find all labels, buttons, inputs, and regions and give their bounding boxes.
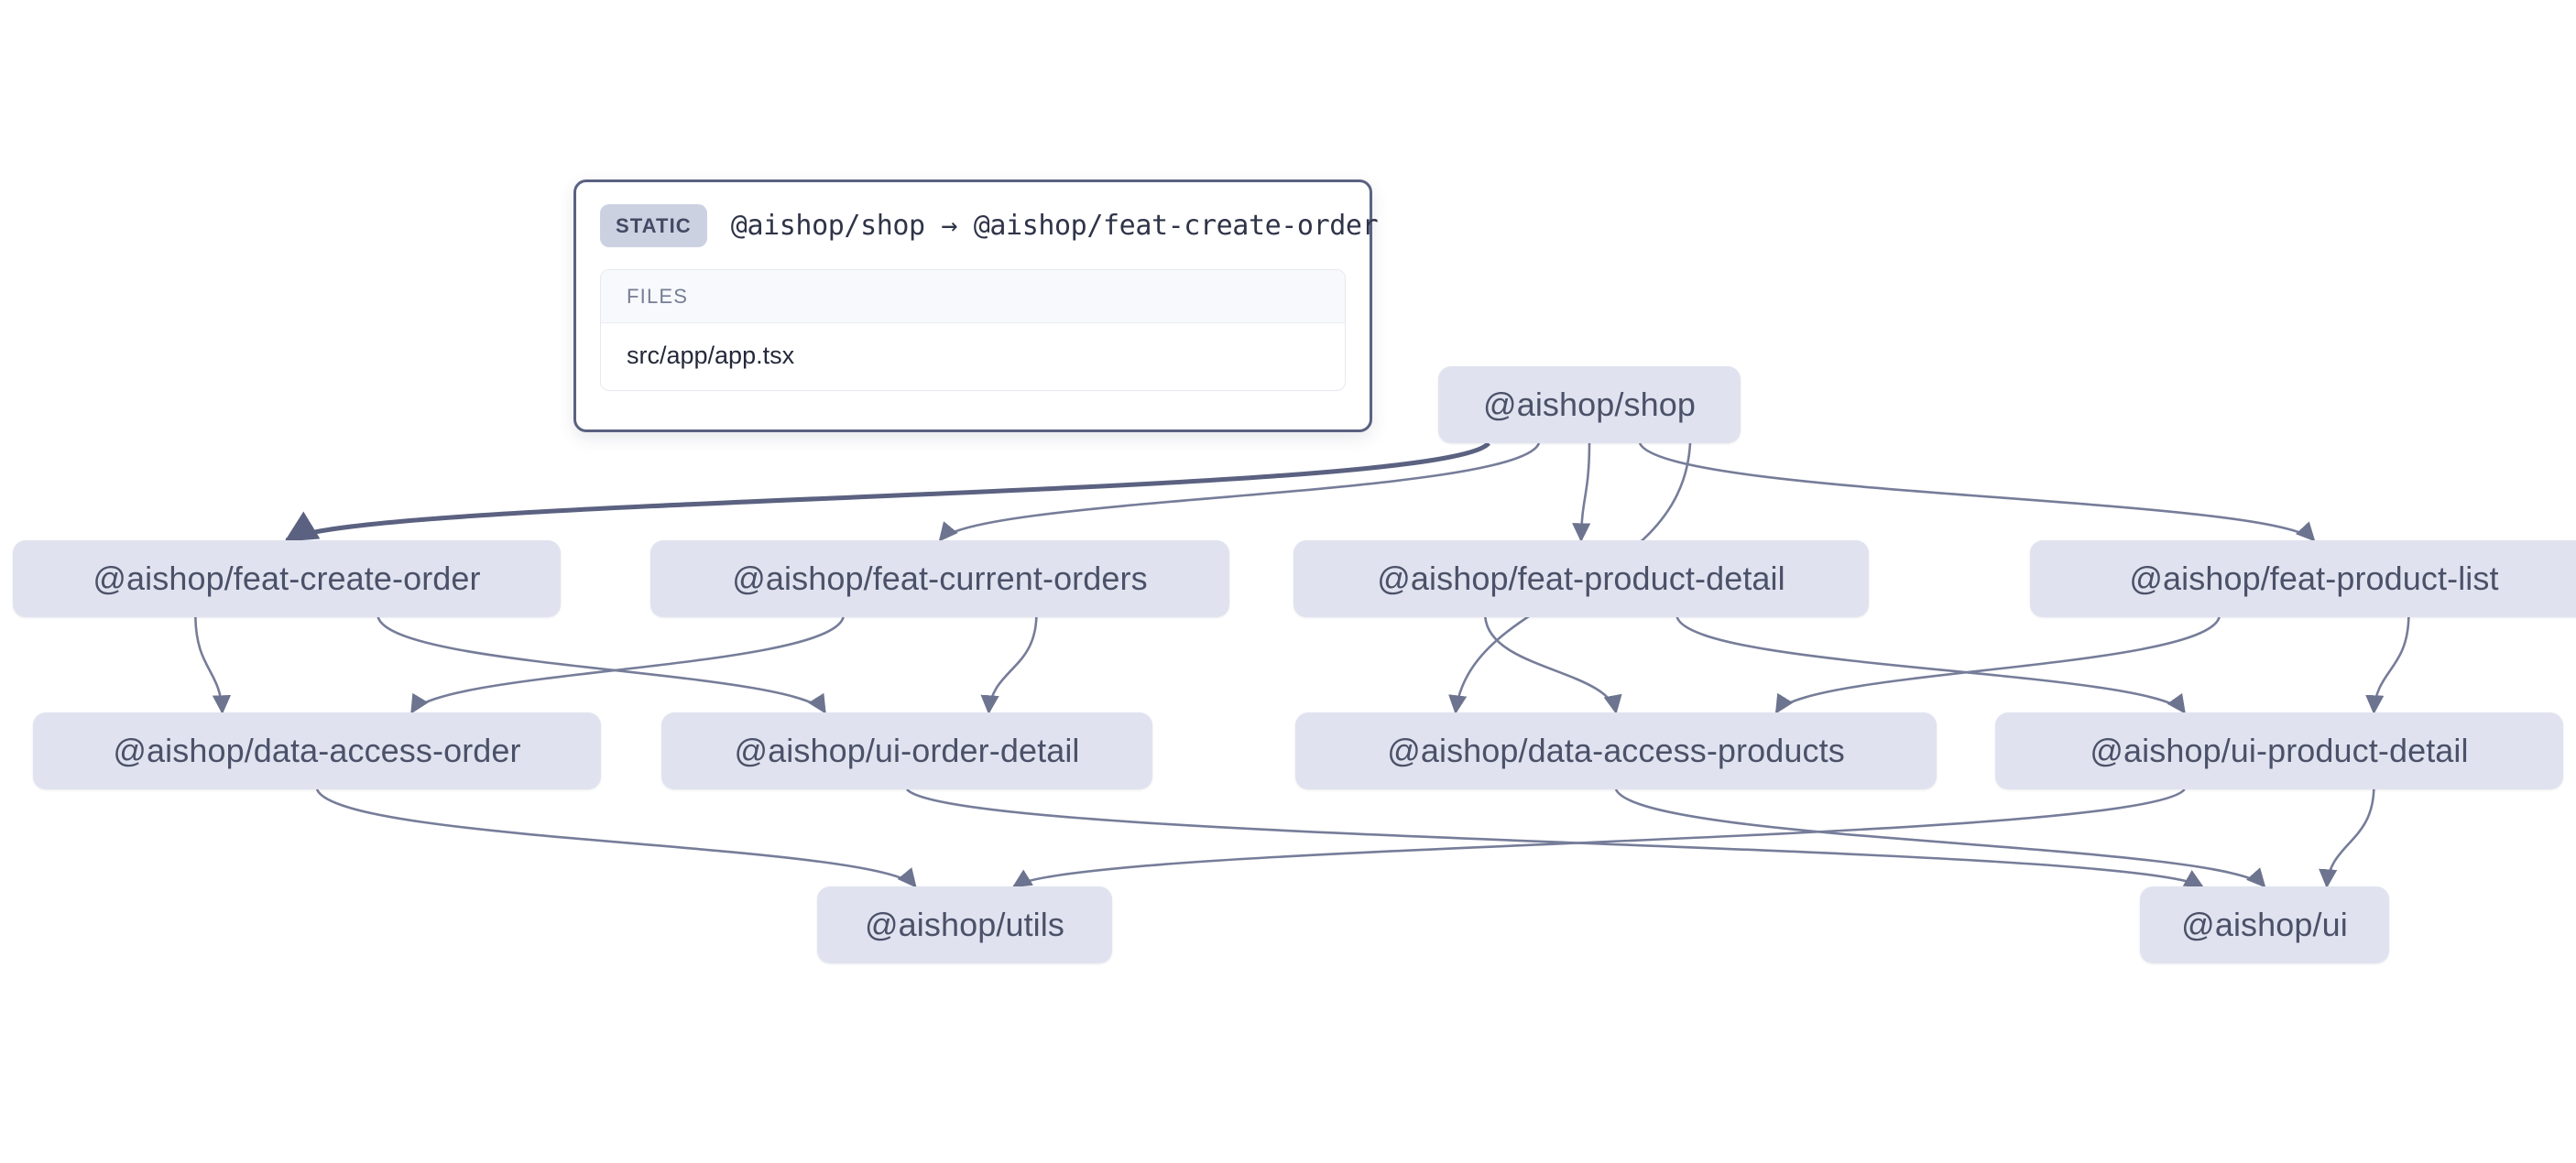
graph-edge-shop-to-feat-create-order[interactable] (284, 441, 1490, 543)
dependency-type-badge: STATIC (600, 204, 707, 247)
tooltip-header: STATIC @aishop/shop → @aishop/feat-creat… (600, 204, 1379, 247)
files-panel-header: FILES (601, 270, 1345, 323)
graph-edge-data-access-order-to-utils[interactable] (315, 788, 917, 888)
graph-node-label: @aishop/data-access-products (1387, 732, 1845, 769)
graph-node-label: @aishop/ui (2181, 906, 2348, 943)
graph-edge-feat-current-orders-to-ui-order-detail[interactable] (980, 616, 1038, 715)
graph-edge-feat-create-order-to-ui-order-detail[interactable] (377, 616, 826, 714)
graph-node-label: @aishop/shop (1483, 386, 1696, 423)
graph-node-ui[interactable]: @aishop/ui (2140, 886, 2389, 963)
graph-edge-shop-to-feat-product-list[interactable] (1638, 442, 2316, 542)
graph-node-shop[interactable]: @aishop/shop (1438, 366, 1741, 443)
graph-edge-feat-product-list-to-ui-product-detail[interactable] (2365, 616, 2410, 715)
graph-edge-shop-to-feat-product-detail[interactable] (1572, 442, 1591, 543)
graph-node-feat-create-order[interactable]: @aishop/feat-create-order (13, 540, 561, 617)
file-row: src/app/app.tsx (627, 342, 795, 369)
graph-node-feat-product-detail[interactable]: @aishop/feat-product-detail (1293, 540, 1869, 617)
graph-node-label: @aishop/ui-order-detail (734, 732, 1080, 769)
graph-node-utils[interactable]: @aishop/utils (817, 886, 1112, 963)
graph-edge-shop-to-feat-current-orders[interactable] (938, 442, 1541, 542)
graph-edge-ui-product-detail-to-ui[interactable] (2319, 788, 2375, 889)
graph-node-label: @aishop/feat-product-detail (1377, 560, 1785, 597)
graph-node-label: @aishop/feat-product-list (2129, 560, 2499, 597)
graph-node-ui-product-detail[interactable]: @aishop/ui-product-detail (1995, 712, 2563, 789)
graph-node-label: @aishop/utils (865, 906, 1064, 943)
graph-edge-feat-product-detail-to-ui-product-detail[interactable] (1675, 616, 2186, 714)
edge-detail-tooltip[interactable]: STATIC @aishop/shop → @aishop/feat-creat… (573, 179, 1379, 432)
graph-node-data-access-order[interactable]: @aishop/data-access-order (33, 712, 601, 789)
graph-node-label: @aishop/data-access-order (113, 732, 521, 769)
dependency-title: @aishop/shop → @aishop/feat-create-order (730, 210, 1379, 242)
graph-edge-ui-product-detail-to-utils[interactable] (1011, 788, 2186, 888)
graph-node-label: @aishop/feat-current-orders (732, 560, 1148, 597)
graph-edge-ui-order-detail-to-ui[interactable] (906, 788, 2204, 888)
files-panel: FILES src/app/app.tsx (600, 269, 1346, 391)
graph-node-ui-order-detail[interactable]: @aishop/ui-order-detail (661, 712, 1152, 789)
graph-node-label: @aishop/feat-create-order (93, 560, 481, 597)
graph-edge-feat-product-list-to-data-access-products[interactable] (1774, 616, 2221, 714)
files-list: src/app/app.tsx (601, 323, 1345, 390)
graph-edge-feat-create-order-to-data-access-order[interactable] (194, 616, 232, 715)
graph-edge-data-access-products-to-ui[interactable] (1614, 788, 2266, 888)
graph-node-feat-product-list[interactable]: @aishop/feat-product-list (2030, 540, 2576, 617)
graph-node-data-access-products[interactable]: @aishop/data-access-products (1295, 712, 1937, 789)
graph-node-label: @aishop/ui-product-detail (2090, 732, 2469, 769)
graph-edge-feat-product-detail-to-data-access-products[interactable] (1484, 616, 1622, 715)
graph-node-feat-current-orders[interactable]: @aishop/feat-current-orders (650, 540, 1229, 617)
graph-edge-feat-current-orders-to-data-access-order[interactable] (410, 616, 845, 714)
